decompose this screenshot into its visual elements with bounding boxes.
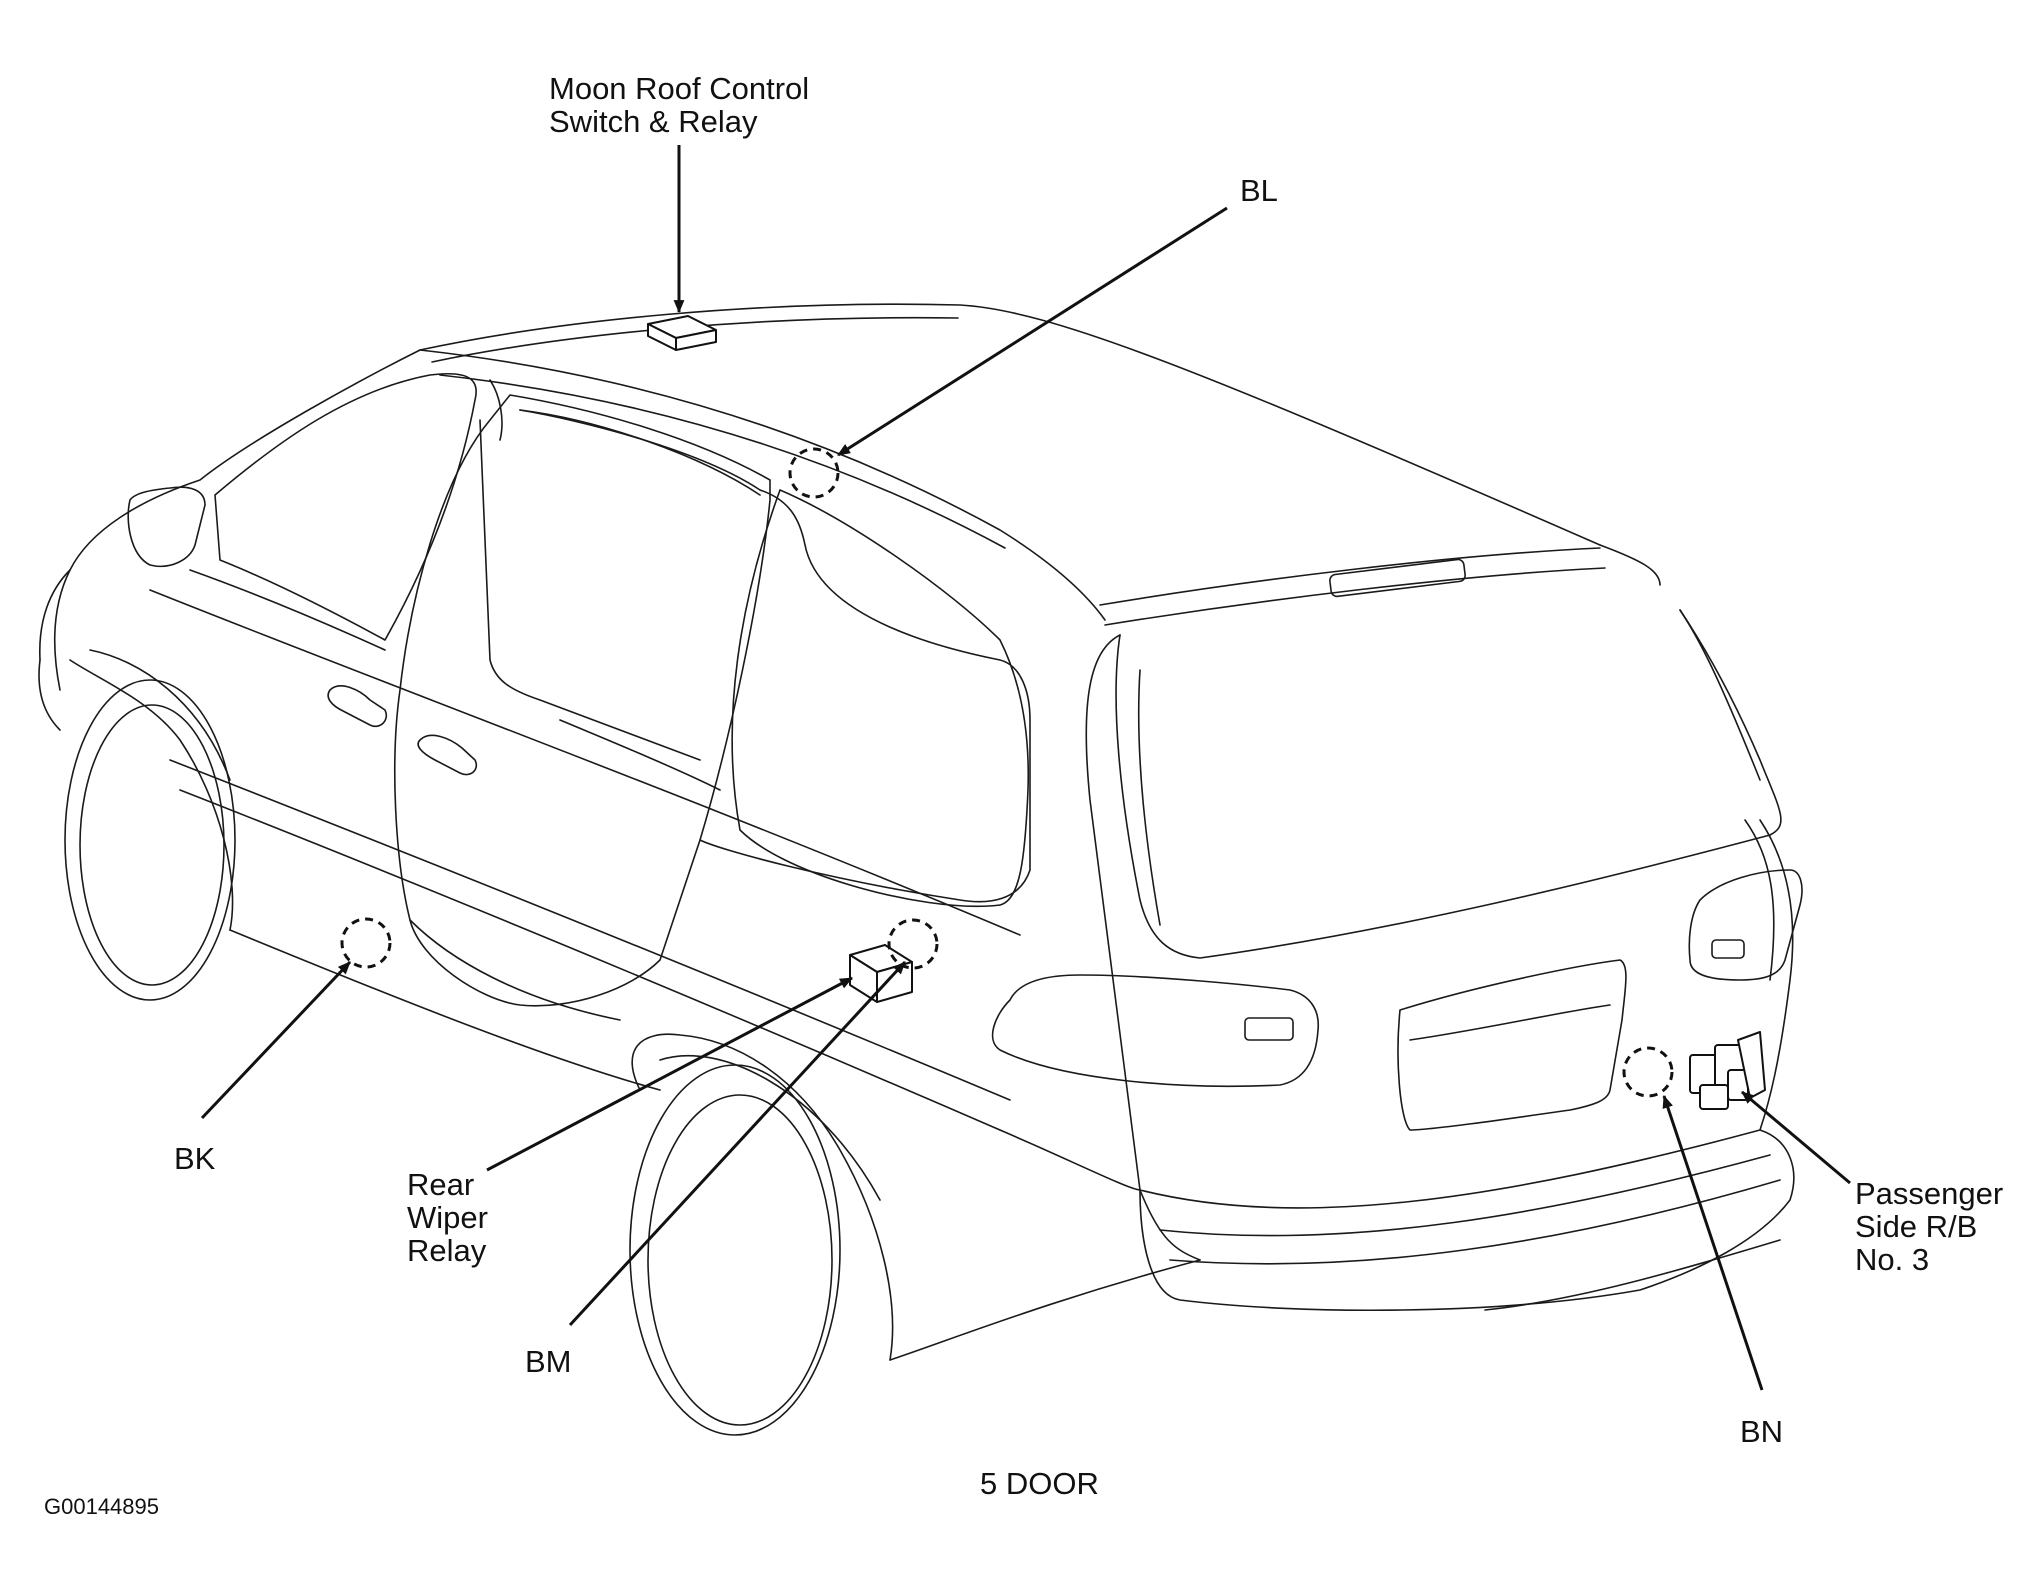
van-outline: [38, 303, 1803, 1436]
bk-leader: [200, 960, 352, 1120]
bn-leader: [1662, 1094, 1764, 1391]
figure-caption: 5 DOOR: [980, 1466, 1099, 1501]
rear-wiper-leader: [486, 976, 853, 1172]
location-bl-spot: [788, 447, 840, 499]
rear-wiper-label-line1: Rear: [407, 1167, 475, 1202]
location-bk-spot: [340, 917, 392, 969]
passenger-rb-label: Passenger Side R/B No. 3: [1855, 1177, 2003, 1276]
rear-wiper-label-line2: Wiper: [407, 1200, 488, 1235]
bl-label: BL: [1240, 173, 1278, 208]
moon-roof-label-line2: Switch & Relay: [549, 104, 758, 139]
location-bm-spot: [887, 918, 939, 970]
passenger-rb-label-line1: Passenger: [1855, 1176, 2004, 1211]
moon-roof-label: Moon Roof Control Switch & Relay: [549, 72, 809, 138]
passenger-rb-label-line2: Side R/B: [1855, 1209, 1978, 1244]
bl-leader: [837, 206, 1228, 457]
passenger-rb-label-line3: No. 3: [1855, 1242, 1930, 1277]
passenger-rb-leader: [1741, 1090, 1851, 1185]
figure-id: G00144895: [44, 1494, 159, 1519]
bm-label: BM: [525, 1344, 572, 1379]
rear-wiper-relay-box: [849, 944, 913, 1003]
passenger-side-relay-block: [1689, 1031, 1766, 1110]
rear-wiper-label: Rear Wiper Relay: [407, 1168, 488, 1267]
moon-roof-label-line1: Moon Roof Control: [549, 71, 810, 106]
bm-leader: [568, 960, 907, 1327]
rear-wiper-label-line3: Relay: [407, 1233, 487, 1268]
moon-roof-relay-box: [647, 315, 717, 351]
bn-label: BN: [1740, 1414, 1784, 1449]
location-bn-spot: [1622, 1046, 1674, 1098]
bk-label: BK: [174, 1141, 216, 1176]
